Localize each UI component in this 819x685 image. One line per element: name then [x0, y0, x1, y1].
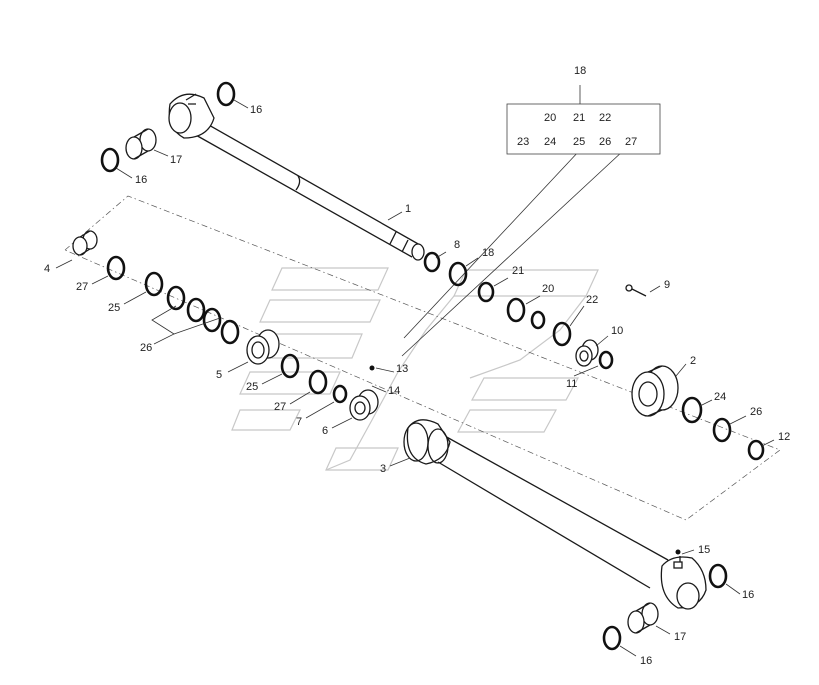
callout-11: 11	[566, 378, 577, 390]
kit-item-26: 26	[599, 136, 611, 148]
callout-3: 3	[380, 463, 386, 475]
callout-20: 20	[542, 283, 554, 295]
seal-rings	[100, 81, 765, 651]
callout-21: 21	[512, 265, 524, 277]
callout-26: 26	[750, 406, 762, 418]
grease-nipple-2	[675, 549, 681, 555]
piston-rod	[168, 93, 425, 261]
kit-item-21: 21	[573, 112, 585, 124]
ring-22	[552, 321, 572, 347]
callout-15: 15	[698, 544, 710, 556]
ring-24	[681, 396, 703, 424]
callout-25: 25	[246, 381, 258, 393]
callout-27: 27	[76, 281, 88, 293]
seal-kit-box: 18 20 21 22 23 24 25 26 27	[506, 65, 661, 155]
bushings	[72, 128, 659, 634]
ring-26c	[202, 307, 222, 333]
callout-labels: 16 17 16 1 4 27 25 26 5 25 27 7 6 3 8 18…	[44, 104, 790, 667]
callout-27: 27	[274, 401, 286, 413]
callout-17: 17	[170, 154, 182, 166]
ring-16a	[216, 81, 236, 107]
callout-16: 16	[742, 589, 754, 601]
ring-11	[598, 350, 614, 370]
kit-item-24: 24	[544, 136, 556, 148]
callout-13: 13	[396, 363, 408, 375]
ring-12	[747, 439, 765, 461]
callout-16: 16	[135, 174, 147, 186]
ring-20	[506, 297, 526, 323]
callout-7: 7	[296, 416, 302, 428]
ring-27b	[308, 369, 328, 395]
callout-24: 24	[714, 391, 726, 403]
ring-16d	[602, 625, 622, 651]
cylinder-barrel	[403, 419, 707, 610]
piston	[631, 365, 679, 417]
fittings	[369, 284, 681, 555]
assembly-line	[64, 195, 781, 521]
ring-27a	[106, 255, 126, 281]
callout-2: 2	[690, 355, 696, 367]
ring-26a	[166, 285, 186, 311]
callout-8: 8	[454, 239, 460, 251]
ring-26e	[712, 417, 732, 443]
kit-item-22: 22	[599, 112, 611, 124]
callout-6: 6	[322, 425, 328, 437]
callout-16: 16	[250, 104, 262, 116]
ring-8	[423, 251, 441, 273]
callout-5: 5	[216, 369, 222, 381]
callout-1: 1	[405, 203, 411, 215]
callout-9: 9	[664, 279, 670, 291]
callout-26: 26	[140, 342, 152, 354]
ring-26b	[186, 297, 206, 323]
background-watermark	[231, 267, 599, 471]
ring-26d	[220, 319, 240, 345]
ring-16b	[100, 147, 120, 173]
ring-7	[332, 384, 348, 404]
ring-18	[448, 261, 468, 287]
callout-10: 10	[611, 325, 623, 337]
ring-20b	[530, 310, 546, 330]
grease-nipple	[369, 365, 375, 371]
kit-item-25: 25	[573, 136, 585, 148]
ring-21	[477, 281, 495, 303]
callout-18: 18	[482, 247, 494, 259]
kit-item-23: 23	[517, 136, 529, 148]
callout-17: 17	[674, 631, 686, 643]
ring-25b	[280, 353, 300, 379]
ring-25a	[144, 271, 164, 297]
callout-12: 12	[778, 431, 790, 443]
callout-14: 14	[388, 385, 400, 397]
kit-label: 18	[574, 65, 586, 77]
kit-item-27: 27	[625, 136, 637, 148]
callout-4: 4	[44, 263, 50, 275]
callout-25: 25	[108, 302, 120, 314]
callout-16: 16	[640, 655, 652, 667]
callout-leaders	[55, 99, 775, 657]
kit-item-20: 20	[544, 112, 556, 124]
kit-leaders	[401, 85, 625, 357]
ring-16c	[708, 563, 728, 589]
callout-22: 22	[586, 294, 598, 306]
